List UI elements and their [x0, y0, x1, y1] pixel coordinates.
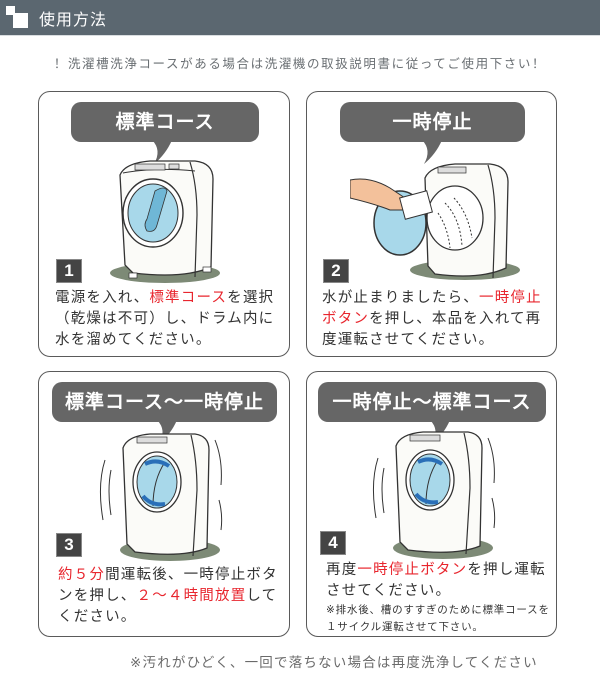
step-2-bubble-label: 一時停止	[392, 111, 473, 133]
step-1-number: 1	[56, 259, 82, 283]
step-4-bubble-label: 一時停止〜標準コース	[332, 391, 532, 413]
section-header: 使用方法	[0, 0, 600, 36]
step-3-bubble-label: 標準コース〜一時停止	[64, 391, 265, 413]
washing-machine-rotating-icon	[372, 431, 496, 559]
step-4-description: 再度一時停止ボタンを押し運転させてください。 ※排水後、槽のすすぎのために標準コ…	[326, 560, 551, 636]
step-3-number: 3	[56, 533, 82, 557]
square-blocks-icon	[6, 6, 30, 30]
step-1-bubble-label: 標準コース	[115, 111, 215, 133]
step-4-number: 4	[320, 531, 346, 555]
step-4-note: ※排水後、槽のすすぎのために標準コースを１サイクル運転させて下さい。	[326, 604, 550, 633]
step-1-description: 電源を入れ、標準コースを選択（乾燥は不可）し、ドラム内に水を溜めてください。	[55, 290, 275, 348]
notice-text: ！洗濯槽洗浄コースがある場合は洗濯機の取扱説明書に従ってご使用下さい！	[53, 56, 547, 71]
step-2-bubble: 一時停止	[340, 102, 525, 142]
section-title: 使用方法	[39, 10, 108, 29]
step-4-bubble: 一時停止〜標準コース	[318, 382, 546, 422]
bubble-tail-icon	[152, 140, 172, 164]
step-1-bubble: 標準コース	[71, 102, 259, 142]
washing-machine-filling-water-icon	[110, 160, 220, 283]
footer-note: ※汚れがひどく、一回で落ちない場合は再度洗浄してください	[130, 655, 538, 671]
step-2-description: 水が止まりましたら、一時停止ボタンを押し、本品を入れて再度運転させてください。	[322, 290, 542, 348]
step-3-bubble: 標準コース〜一時停止	[52, 382, 277, 422]
bubble-tail-icon	[422, 140, 442, 164]
washing-machine-rotating-icon	[99, 433, 223, 561]
step-2-number: 2	[323, 259, 349, 283]
step-3-description: 約５分間運転後、一時停止ボタンを押し、２〜４時間放置してください。	[58, 567, 278, 625]
hand-inserting-packet-icon	[350, 163, 520, 280]
